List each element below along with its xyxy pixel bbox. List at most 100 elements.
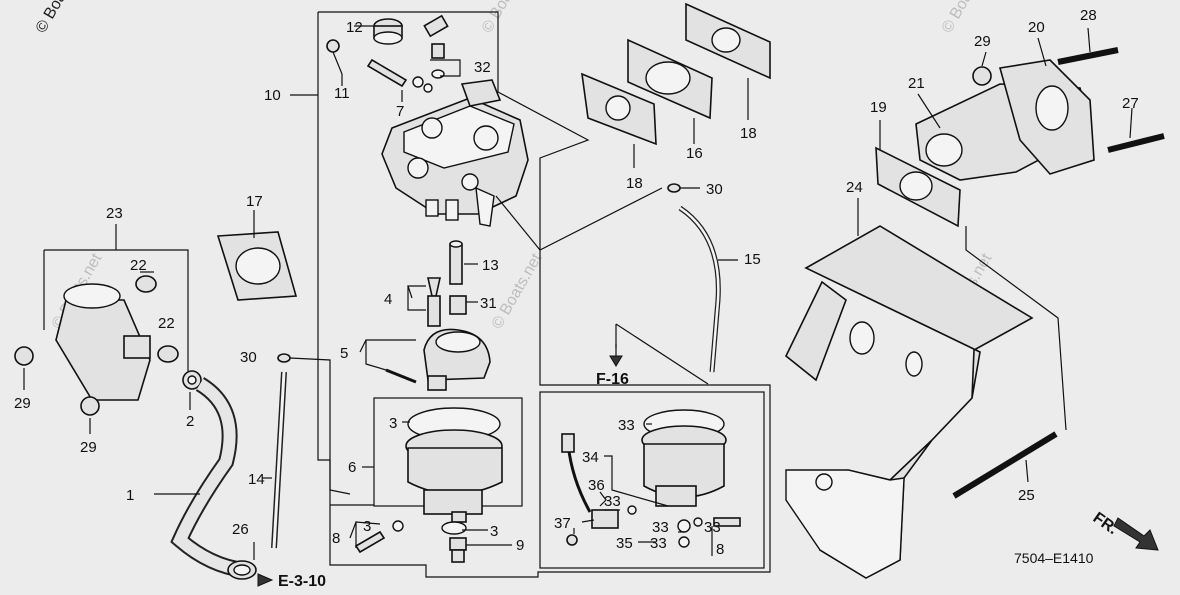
callout-11: 11 bbox=[334, 85, 350, 102]
stud-28 bbox=[1057, 47, 1119, 65]
callout-37: 37 bbox=[554, 515, 571, 532]
callouts: 1 2 3 3 3 4 5 6 7 8 8 9 10 11 12 13 14 1… bbox=[14, 7, 1139, 558]
callout-15: 15 bbox=[744, 251, 761, 268]
callout-6: 6 bbox=[348, 459, 356, 476]
pilot-screw-7 bbox=[366, 58, 433, 93]
solenoid-frame bbox=[539, 391, 765, 569]
callout-32: 32 bbox=[474, 59, 491, 76]
callout-33: 33 bbox=[618, 417, 635, 434]
callout-23: 23 bbox=[106, 205, 123, 222]
callout-5: 5 bbox=[340, 345, 348, 362]
callout-30: 30 bbox=[240, 349, 257, 366]
callout-22: 22 bbox=[158, 315, 175, 332]
callout-14: 14 bbox=[248, 471, 265, 488]
callout-3: 3 bbox=[363, 518, 371, 535]
callout-28: 28 bbox=[1080, 7, 1097, 24]
callout-27: 27 bbox=[1122, 95, 1139, 112]
float-valve-4 bbox=[427, 277, 441, 327]
callout-17: 17 bbox=[246, 193, 263, 210]
gasket-19 bbox=[875, 146, 961, 228]
callout-9: 9 bbox=[516, 537, 524, 554]
nut-29-right bbox=[972, 66, 992, 86]
hose-1-inner bbox=[172, 378, 245, 576]
callout-29: 29 bbox=[974, 33, 991, 50]
callout-31: 31 bbox=[480, 295, 497, 312]
cap-22-lower bbox=[157, 345, 179, 363]
callout-2: 2 bbox=[186, 413, 194, 430]
callout-18: 18 bbox=[740, 125, 757, 142]
callout-34: 34 bbox=[582, 449, 599, 466]
carburetor-body bbox=[381, 79, 529, 227]
solenoid-chamber bbox=[641, 409, 727, 507]
clip-30-left bbox=[277, 353, 291, 363]
cap-22-upper bbox=[135, 275, 157, 293]
callout-33: 33 bbox=[650, 535, 667, 552]
vent-tube-15-inner bbox=[679, 206, 720, 373]
watermark: © Boats.net bbox=[479, 0, 536, 36]
gasket-18-right bbox=[685, 2, 771, 80]
small-parts-33 bbox=[627, 505, 741, 548]
ref-e310: E-3-10 bbox=[278, 573, 326, 590]
elbow-group-frame bbox=[44, 249, 189, 380]
screw-37 bbox=[566, 534, 578, 546]
ref-e310-arrow-icon bbox=[257, 573, 274, 587]
gasket-3 bbox=[441, 521, 467, 535]
drain-bolt-9 bbox=[449, 537, 467, 563]
heat-shield-24 bbox=[785, 225, 1034, 579]
float-chamber-6 bbox=[405, 407, 503, 523]
callout-25: 25 bbox=[1018, 487, 1035, 504]
carburetor-group-frame bbox=[317, 11, 771, 578]
callout-26: 26 bbox=[232, 521, 249, 538]
callout-10: 10 bbox=[264, 87, 281, 104]
drain-screw-12 bbox=[373, 18, 403, 45]
leader-lines bbox=[23, 25, 1133, 560]
clamp-2 bbox=[182, 370, 202, 390]
callout-21: 21 bbox=[908, 75, 925, 92]
insulator-16 bbox=[627, 38, 713, 120]
callout-3: 3 bbox=[490, 523, 498, 540]
callout-20: 20 bbox=[1028, 19, 1045, 36]
main-jet-13 bbox=[449, 240, 463, 285]
watermark: © Boats.net bbox=[939, 0, 996, 36]
nut-29-bottom bbox=[80, 396, 100, 416]
callout-3: 3 bbox=[389, 415, 397, 432]
callout-30: 30 bbox=[706, 181, 723, 198]
drain-screw-8 bbox=[354, 520, 404, 554]
callout-13: 13 bbox=[482, 257, 499, 274]
callout-36: 36 bbox=[588, 477, 605, 494]
ref-f16: F-16 bbox=[596, 371, 629, 388]
callout-19: 19 bbox=[870, 99, 887, 116]
callout-33: 33 bbox=[652, 519, 669, 536]
callout-16: 16 bbox=[686, 145, 703, 162]
solenoid-valve-36 bbox=[561, 433, 619, 529]
tube-14-inner bbox=[272, 371, 286, 549]
callout-8: 8 bbox=[716, 541, 724, 558]
front-arrow-icon bbox=[1113, 517, 1159, 551]
stud-25 bbox=[952, 431, 1058, 499]
screw-11 bbox=[326, 39, 343, 75]
callout-33: 33 bbox=[604, 493, 621, 510]
callout-29: 29 bbox=[80, 439, 97, 456]
clip-30-upper bbox=[667, 183, 681, 193]
callout-24: 24 bbox=[846, 179, 863, 196]
callout-1: 1 bbox=[126, 487, 134, 504]
callout-35: 35 bbox=[616, 535, 633, 552]
vent-tube-15 bbox=[678, 205, 721, 373]
callout-4: 4 bbox=[384, 291, 392, 308]
nut-29-left bbox=[14, 346, 34, 366]
front-label: FR. bbox=[1090, 509, 1121, 538]
float-5 bbox=[385, 328, 491, 391]
air-elbow-23 bbox=[55, 283, 151, 401]
gasket-18-left bbox=[581, 72, 657, 146]
gasket-17 bbox=[216, 231, 298, 301]
jet-31 bbox=[449, 295, 467, 315]
callout-22: 22 bbox=[130, 257, 147, 274]
copyright-mark: © Boats.net bbox=[33, 0, 90, 36]
callout-7: 7 bbox=[396, 103, 404, 120]
clamp-26 bbox=[227, 560, 257, 580]
callout-8: 8 bbox=[332, 530, 340, 547]
screw-32 bbox=[423, 14, 449, 79]
stud-27 bbox=[1107, 133, 1165, 153]
